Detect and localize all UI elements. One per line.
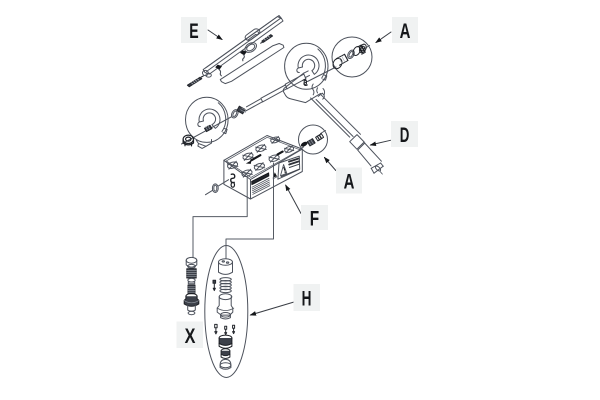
svg-text:H: H	[302, 288, 312, 311]
svg-text:A: A	[344, 171, 355, 194]
svg-text:A: A	[400, 20, 411, 43]
svg-text:F: F	[310, 208, 320, 231]
svg-text:E: E	[189, 20, 198, 43]
svg-text:X: X	[185, 324, 196, 348]
svg-text:D: D	[400, 124, 410, 147]
